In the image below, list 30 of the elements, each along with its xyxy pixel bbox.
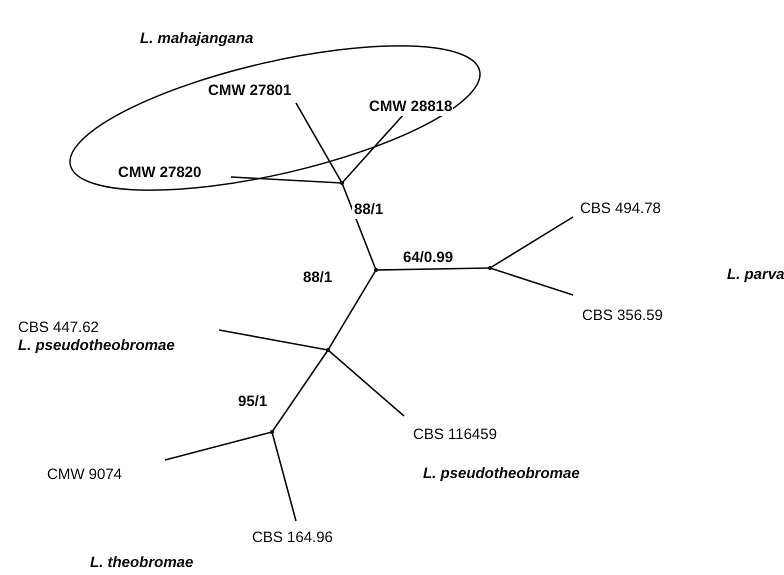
branch-point	[374, 268, 378, 272]
branch-line	[271, 432, 297, 522]
species-label: L. pseudotheobromae	[423, 465, 580, 483]
branch-line	[218, 329, 328, 351]
species-label: L. theobromae	[90, 554, 194, 572]
species-label: L. mahajangana	[140, 30, 254, 48]
branch-line	[230, 176, 342, 184]
branch-point	[326, 348, 330, 352]
strain-label: CBS 164.96	[252, 529, 333, 547]
branch-line	[327, 270, 377, 350]
branch-line	[341, 182, 377, 270]
species-label: L. parva	[727, 266, 784, 284]
branch-line	[376, 267, 490, 271]
strain-label: CBS 116459	[413, 426, 497, 444]
branch-line	[490, 267, 574, 296]
branch-line	[295, 102, 343, 184]
branch-point	[340, 181, 344, 185]
support-value: 88/1	[352, 201, 386, 219]
strain-label: CMW 9074	[47, 466, 122, 484]
branch-line	[164, 431, 272, 461]
branch-point	[488, 266, 492, 270]
branch-line	[327, 349, 405, 417]
strain-label: CBS 447.62	[18, 319, 100, 337]
branch-point	[270, 430, 274, 434]
strain-label: CMW 28818	[368, 98, 454, 116]
species-label: L. pseudotheobromae	[18, 337, 175, 355]
strain-label: CBS 356.59	[582, 307, 663, 325]
branch-line	[490, 216, 574, 269]
strain-label: CBS 494.78	[580, 200, 661, 218]
branch-line	[271, 350, 329, 432]
